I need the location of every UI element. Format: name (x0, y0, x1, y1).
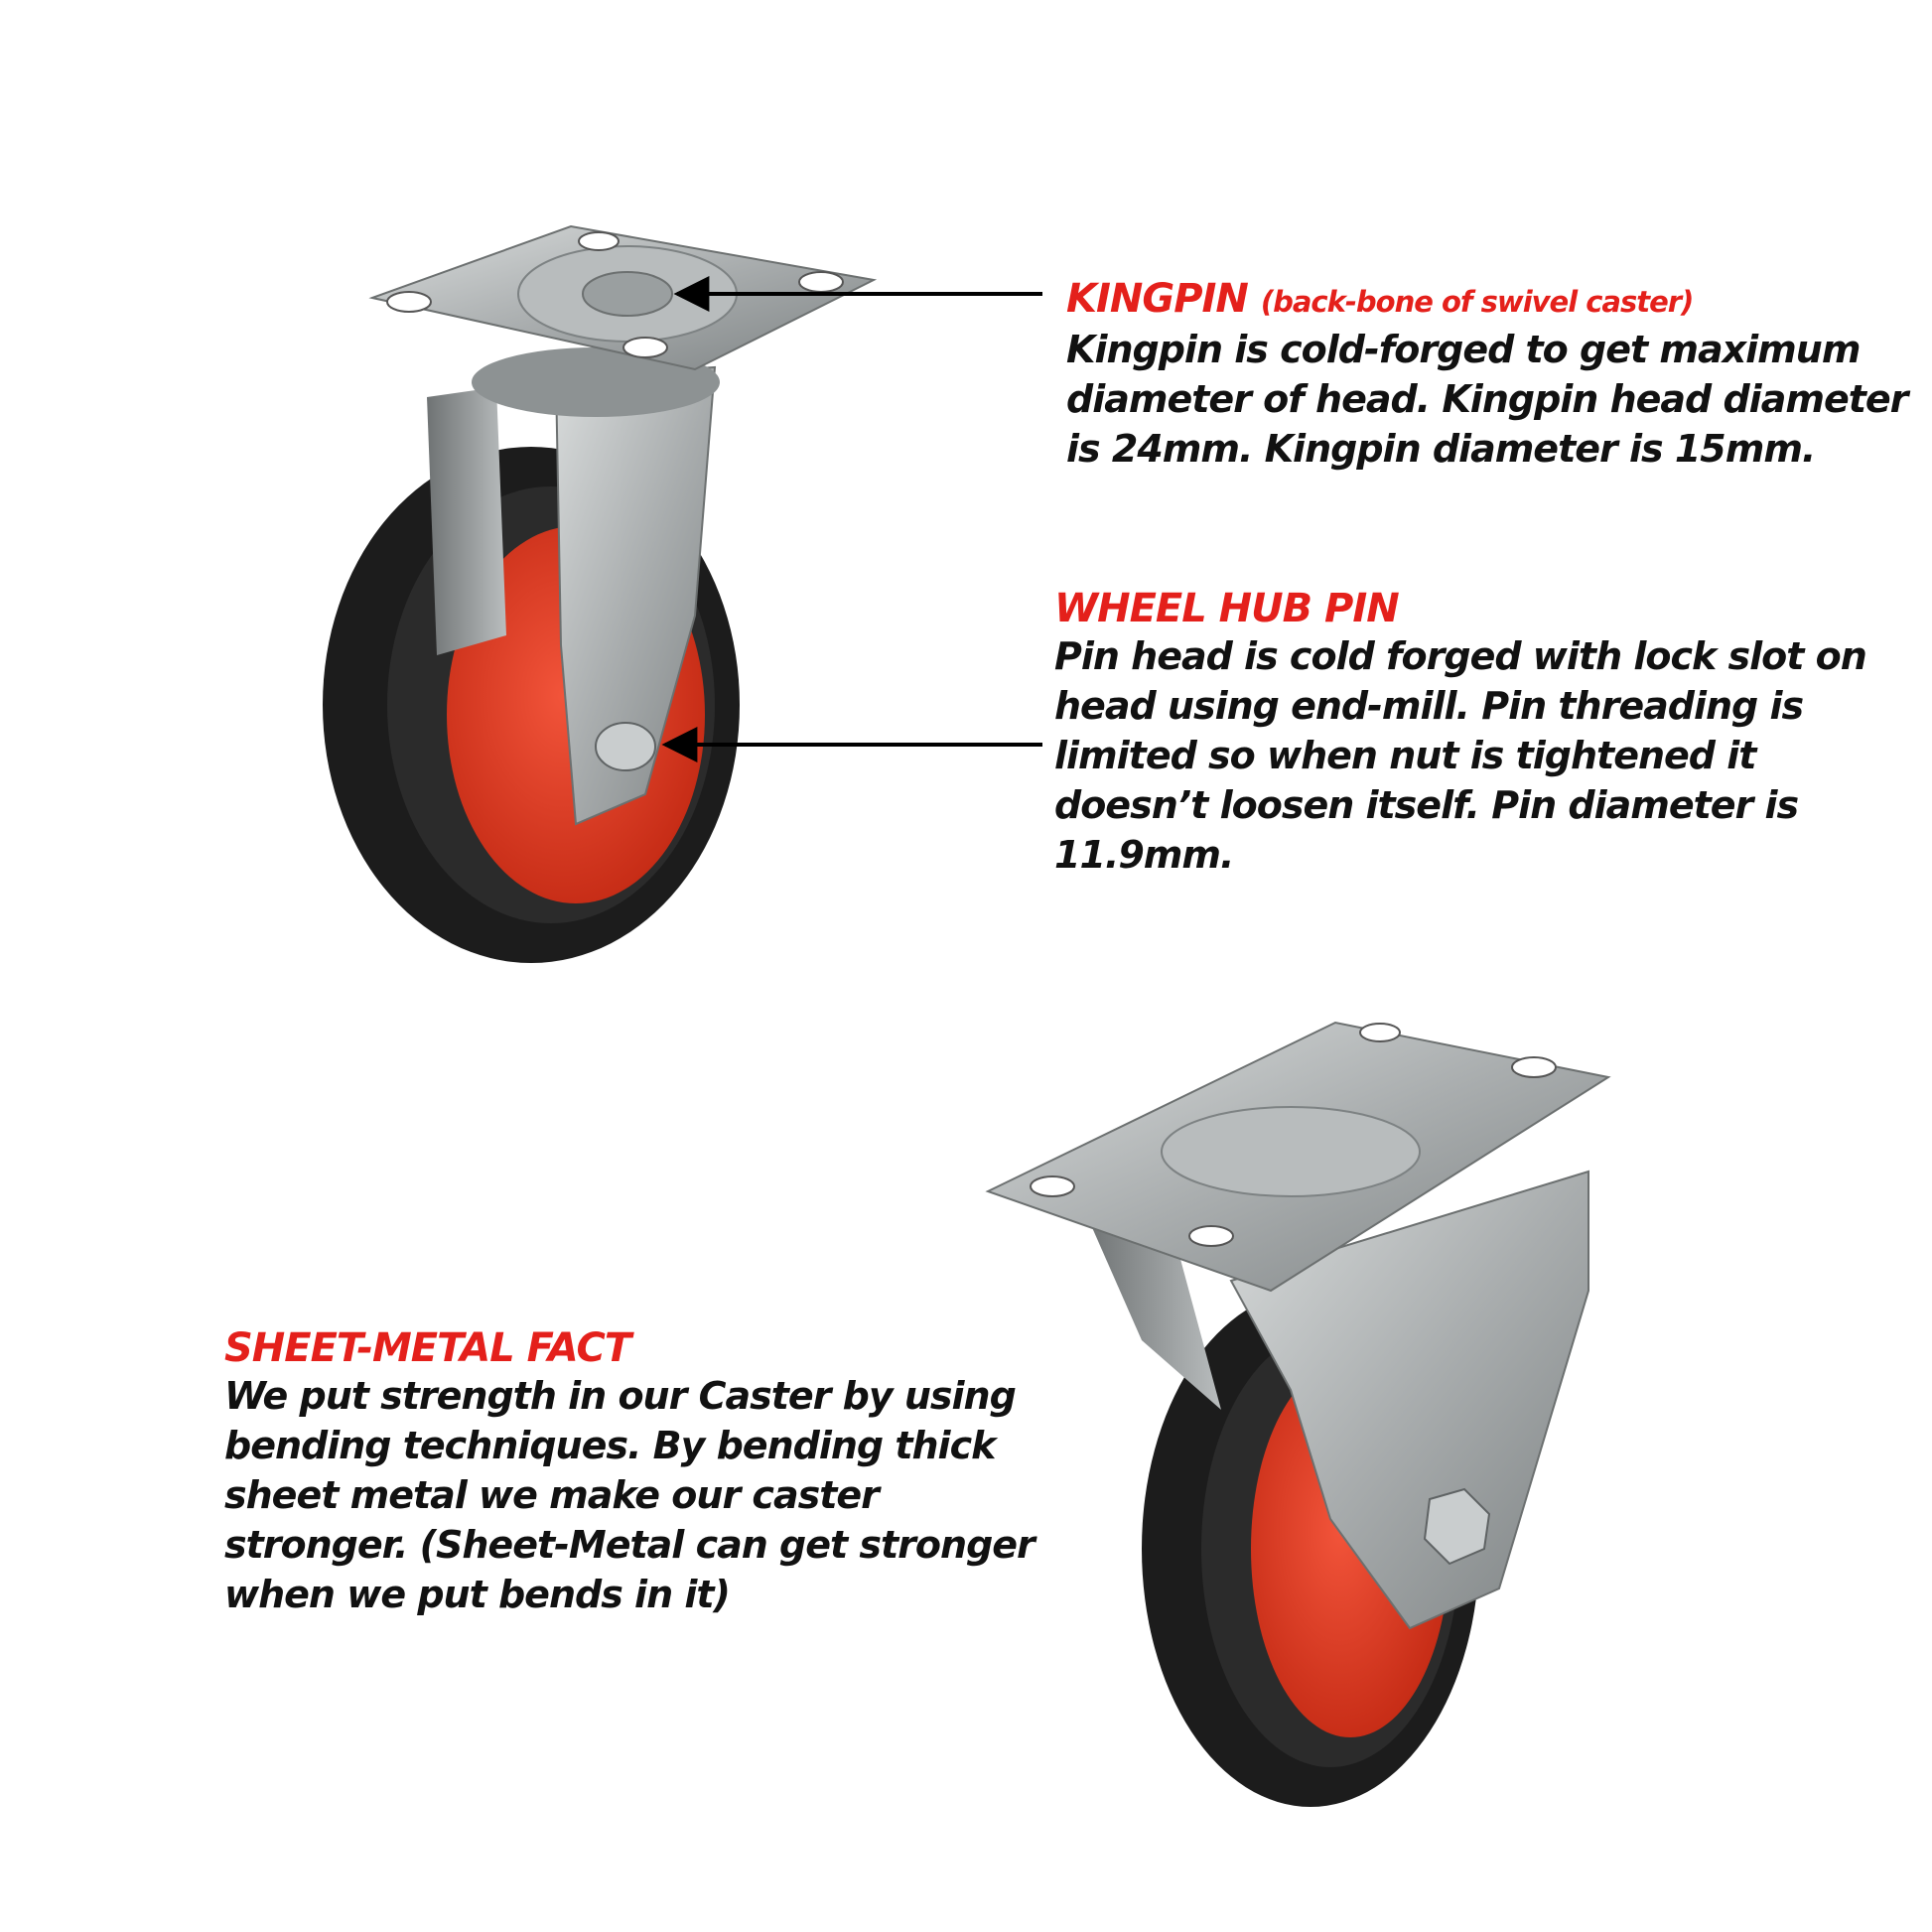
wheel-hub-pin-description: Pin head is cold forged with lock slot o… (1054, 634, 1867, 877)
swivel-caster-photo (323, 224, 878, 963)
rigid-caster-photo (985, 1021, 1611, 1807)
kingpin-head (582, 271, 673, 317)
sheet-metal-description: We put strength in our Caster by using b… (224, 1374, 1035, 1616)
kingpin-description: Kingpin is cold-forged to get maximum di… (1066, 328, 1908, 471)
sheet-metal-callout: SHEET-METAL FACT We put strength in our … (224, 1325, 1038, 1619)
wheel-hub-pin-heading: WHEEL HUB PIN (1054, 586, 1400, 631)
kingpin-subheading: (back-bone of swivel caster) (1260, 285, 1695, 319)
sheet-metal-heading: SHEET-METAL FACT (224, 1325, 631, 1371)
kingpin-callout: KINGPIN (back-bone of swivel caster) Kin… (1066, 276, 1920, 474)
kingpin-heading: KINGPIN (1066, 276, 1249, 322)
swivel-hub-pin (595, 722, 656, 771)
wheel-hub-pin-callout: WHEEL HUB PIN Pin head is cold forged wi… (1054, 586, 1908, 880)
kingpin-heading-line: KINGPIN (back-bone of swivel caster) (1066, 276, 1920, 325)
rigid-axle-nut (1423, 1487, 1491, 1566)
